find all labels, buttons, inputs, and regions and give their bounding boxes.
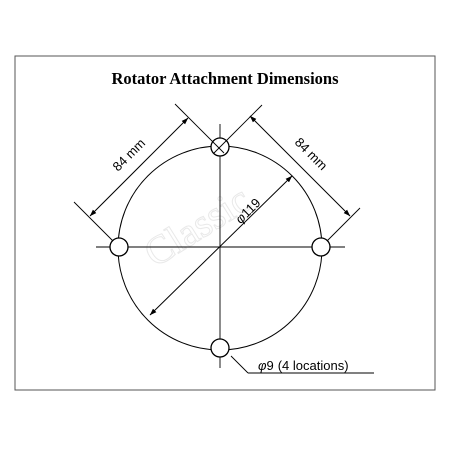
extension-line-left-upper <box>73 201 114 242</box>
dimension-line-84mm-right <box>249 115 351 217</box>
bolt-hole-bottom <box>210 338 230 358</box>
outer-frame <box>14 55 436 391</box>
hole-leader-line <box>230 355 249 374</box>
extension-line-top-left <box>174 103 225 154</box>
hole-diameter-label: φ9(4 locations) <box>258 358 349 373</box>
dimension-label-84mm-left: 84 mm <box>109 135 148 174</box>
extension-line-right-upper <box>326 207 361 242</box>
dimension-line-84mm-left <box>89 117 189 217</box>
diagram-title: Rotator Attachment Dimensions <box>111 69 339 88</box>
bolt-hole-left <box>109 237 129 257</box>
watermark-text: Classic <box>136 176 258 275</box>
dimension-line-diameter-119 <box>149 175 293 316</box>
bolt-hole-right <box>311 237 331 257</box>
dimension-label-84mm-right: 84 mm <box>292 134 331 173</box>
extension-line-top-right <box>213 104 263 154</box>
